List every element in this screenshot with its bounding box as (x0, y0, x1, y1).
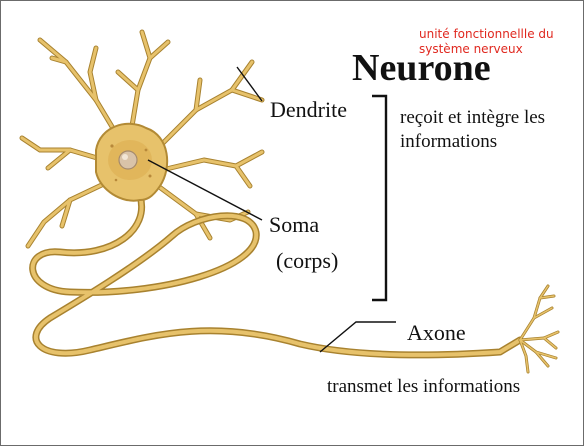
dendrite-label: Dendrite (270, 97, 347, 123)
dendrite-soma-description: reçoit et intègre les informations (400, 106, 560, 154)
bracket (372, 96, 386, 300)
axone-label: Axone (407, 320, 466, 346)
soma-label: Soma (269, 212, 319, 238)
soma-body (96, 124, 167, 201)
axon-terminals (520, 286, 558, 372)
nucleus (119, 151, 137, 169)
axone-description: transmet les informations (327, 375, 520, 399)
soma-sublabel: (corps) (276, 248, 338, 274)
diagram-title: Neurone (352, 46, 491, 90)
